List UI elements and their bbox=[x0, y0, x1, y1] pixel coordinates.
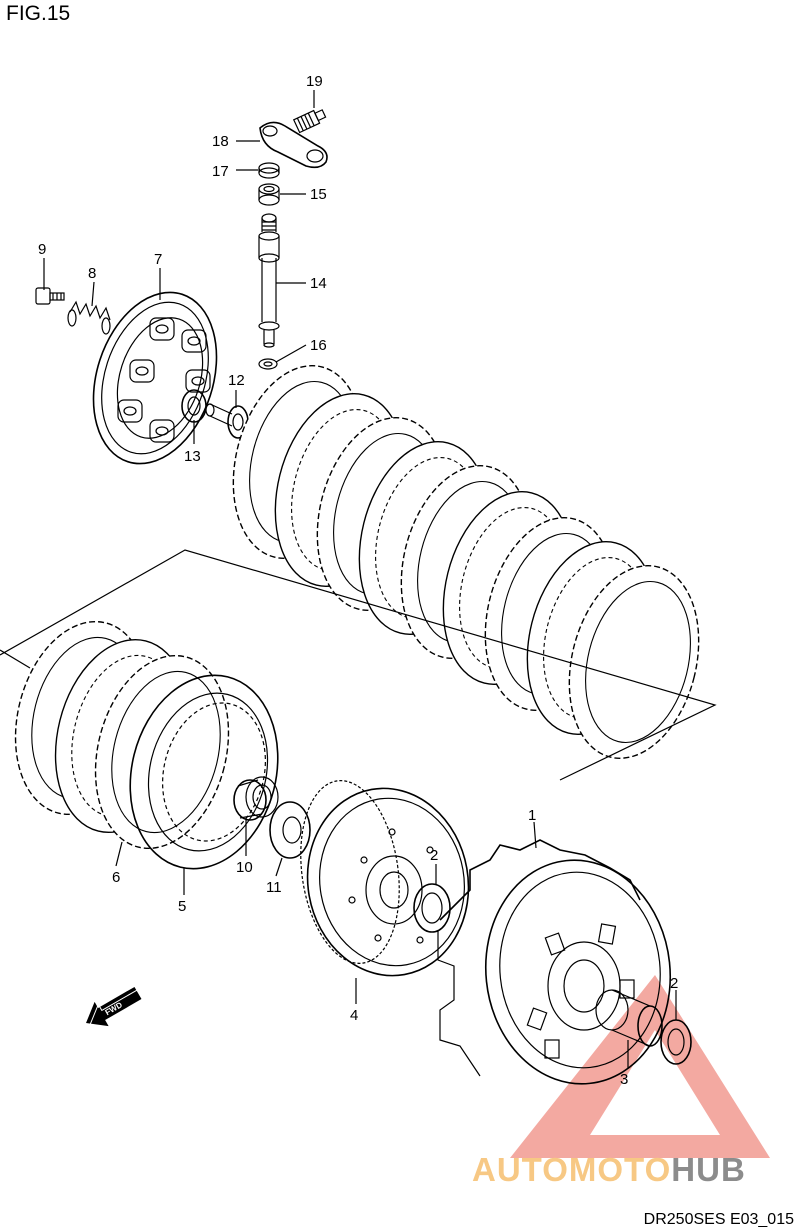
release-shaft-14 bbox=[258, 213, 280, 348]
lower-plate-3 bbox=[94, 654, 230, 850]
pressure-plate-group bbox=[35, 287, 249, 465]
bolt-19 bbox=[292, 109, 327, 134]
callout-3: 3 bbox=[620, 1071, 628, 1088]
release-arm-assembly bbox=[258, 109, 328, 370]
callout-1: 1 bbox=[528, 807, 536, 824]
callout-labels: 19 18 17 15 14 16 9 8 7 12 13 6 5 10 11 … bbox=[38, 73, 678, 1088]
lower-plate-3-outer-edge bbox=[94, 654, 230, 850]
callout-16: 16 bbox=[310, 337, 327, 354]
figure-code: DR250SES E03_015 bbox=[643, 1211, 794, 1228]
watermark-triangle-icon bbox=[510, 975, 770, 1158]
pressure-plate-7 bbox=[92, 291, 218, 465]
upper-plate-9-inner-edge bbox=[585, 580, 691, 744]
nut-17 bbox=[258, 162, 280, 179]
clutch-housing-1 bbox=[437, 839, 672, 1085]
callout-8: 8 bbox=[88, 265, 96, 282]
bolt-9 bbox=[35, 287, 65, 305]
plate-group-bracket bbox=[0, 549, 717, 781]
push-piece-12 bbox=[205, 403, 249, 439]
washer-16 bbox=[258, 358, 278, 370]
callout-2-upper: 2 bbox=[430, 847, 438, 864]
callout-17: 17 bbox=[212, 163, 229, 180]
bushing-15 bbox=[258, 183, 280, 206]
watermark-part1: AUTOMOTO bbox=[472, 1151, 671, 1188]
spacer-10 bbox=[233, 776, 279, 821]
callout-9: 9 bbox=[38, 241, 46, 258]
drive-plate-5 bbox=[129, 674, 279, 870]
figure-title: FIG.15 bbox=[6, 2, 71, 25]
lower-plate-3-inner-edge bbox=[111, 670, 221, 834]
callout-18: 18 bbox=[212, 133, 229, 150]
callout-12: 12 bbox=[228, 372, 245, 389]
callout-11: 11 bbox=[266, 879, 282, 896]
bushing-3 bbox=[595, 989, 663, 1047]
clutch-sleeve-hub-4 bbox=[300, 780, 470, 977]
lock-washer-11 bbox=[269, 801, 311, 859]
callout-13: 13 bbox=[184, 448, 201, 465]
watermark-logo: AUTOMOTOHUB bbox=[472, 975, 770, 1188]
callout-19: 19 bbox=[306, 73, 323, 90]
thrust-washer-2-upper bbox=[413, 883, 451, 933]
callout-5: 5 bbox=[178, 898, 186, 915]
clutch-plate-stack-lower bbox=[14, 620, 230, 850]
callout-7: 7 bbox=[154, 251, 162, 268]
callout-6: 6 bbox=[112, 869, 120, 886]
watermark-part2: HUB bbox=[671, 1151, 746, 1188]
callout-leaders bbox=[43, 90, 677, 1068]
upper-plate-9-outer-edge bbox=[568, 565, 700, 759]
callout-15: 15 bbox=[310, 186, 327, 203]
fwd-arrow-icon: FWD bbox=[86, 986, 142, 1027]
callout-10: 10 bbox=[236, 859, 253, 876]
plate-group-bracket-lower bbox=[0, 649, 31, 669]
plate-bosses bbox=[117, 317, 211, 443]
callout-14: 14 bbox=[310, 275, 327, 292]
bearing-13 bbox=[181, 389, 207, 423]
clutch-plate-stack-upper bbox=[232, 365, 700, 759]
callout-4: 4 bbox=[350, 1007, 358, 1024]
spring-8 bbox=[67, 300, 111, 335]
watermark-text: AUTOMOTOHUB bbox=[472, 1151, 746, 1188]
callout-2-lower: 2 bbox=[670, 975, 678, 992]
upper-plate-9 bbox=[568, 565, 700, 759]
release-arm-18 bbox=[259, 121, 328, 169]
